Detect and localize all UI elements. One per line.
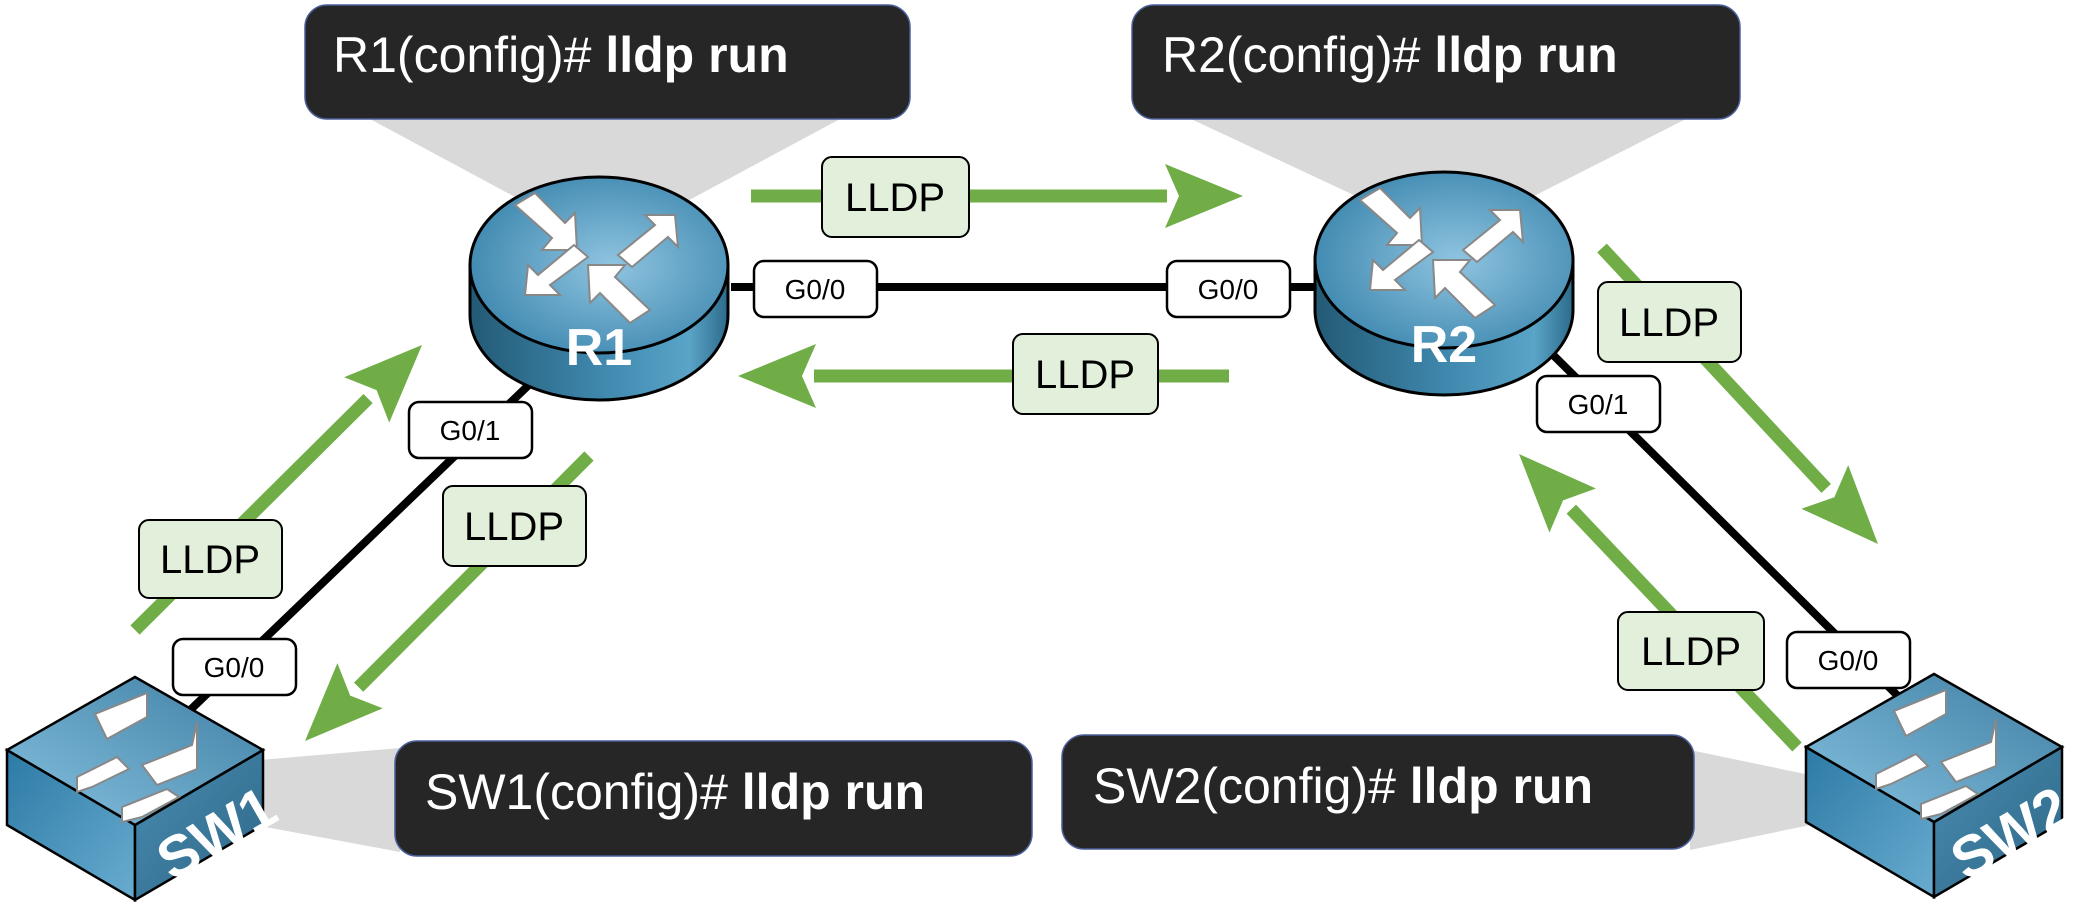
arrow-head — [1801, 465, 1878, 544]
lldp-label-sw1-to-r1: LLDP — [138, 519, 283, 599]
r2-prompt: R2(config)# — [1162, 27, 1434, 83]
svg-text:G0/0: G0/0 — [1198, 274, 1259, 305]
arrow-head — [1519, 454, 1596, 533]
sw2-prompt: SW2(config)# — [1093, 758, 1410, 814]
r1-label: R1 — [566, 319, 632, 377]
svg-text:LLDP: LLDP — [464, 505, 564, 549]
sw1-command-callout: SW1(config)# lldp run — [394, 740, 1033, 857]
router-r2[interactable]: R2 — [1313, 170, 1575, 397]
svg-text:G0/1: G0/1 — [440, 415, 501, 446]
lldp-label-sw2-to-r2: LLDP — [1617, 611, 1765, 691]
arrow-head — [344, 345, 422, 423]
port-label-r2-g0-1: G0/1 — [1535, 374, 1662, 434]
svg-text:LLDP: LLDP — [160, 538, 260, 582]
port-label-sw2-g0-0: G0/0 — [1785, 630, 1912, 690]
r2-command-callout: R2(config)# lldp run — [1131, 4, 1741, 120]
router-icon — [1313, 170, 1575, 397]
r2-command: lldp run — [1434, 27, 1617, 83]
svg-text:G0/0: G0/0 — [785, 274, 846, 305]
lldp-label-r1-to-r2: LLDP — [821, 156, 970, 238]
arrow-head — [1165, 164, 1243, 228]
router-r1[interactable]: R1 — [468, 175, 730, 402]
svg-text:G0/0: G0/0 — [1818, 645, 1879, 676]
svg-text:G0/1: G0/1 — [1568, 389, 1629, 420]
switch-icon — [1803, 672, 2065, 900]
port-label-r1-g0-0: G0/0 — [752, 259, 879, 319]
svg-text:SW1(config)# lldp run: SW1(config)# lldp run — [425, 764, 925, 820]
svg-text:LLDP: LLDP — [1641, 630, 1741, 674]
sw1-command: lldp run — [742, 764, 925, 820]
lldp-label-r1-to-sw1: LLDP — [442, 485, 587, 567]
arrow-head — [305, 663, 383, 741]
svg-text:G0/0: G0/0 — [204, 652, 265, 683]
r2-label: R2 — [1411, 316, 1477, 374]
sw2-command: lldp run — [1410, 758, 1593, 814]
r1-prompt: R1(config)# — [333, 27, 605, 83]
sw2-callout-cone — [1690, 750, 1810, 850]
svg-text:LLDP: LLDP — [845, 176, 945, 220]
port-label-r2-g0-0: G0/0 — [1165, 259, 1292, 319]
svg-text:R1(config)# lldp run: R1(config)# lldp run — [333, 27, 789, 83]
sw2-command-callout: SW2(config)# lldp run — [1061, 734, 1695, 850]
lldp-label-r2-to-r1: LLDP — [1012, 333, 1159, 415]
arrow-head — [738, 344, 816, 408]
svg-text:R2(config)# lldp run: R2(config)# lldp run — [1162, 27, 1618, 83]
r1-command-callout: R1(config)# lldp run — [304, 4, 911, 120]
lldp-label-r2-to-sw2: LLDP — [1597, 281, 1742, 363]
svg-text:LLDP: LLDP — [1619, 301, 1719, 345]
switch-icon — [4, 675, 266, 903]
sw1-prompt: SW1(config)# — [425, 764, 742, 820]
sw1-callout-cone — [260, 748, 400, 852]
router-icon — [468, 175, 730, 402]
arrow-sw2-to-r2 — [1519, 454, 1802, 752]
r1-callout-cone — [370, 119, 840, 205]
switch-sw1[interactable]: SW1 — [4, 675, 287, 903]
lldp-arrows — [130, 164, 1878, 752]
switch-sw2[interactable]: SW2 — [1803, 672, 2081, 900]
port-label-r1-g0-1: G0/1 — [407, 400, 534, 460]
port-label-sw1-g0-0: G0/0 — [171, 637, 298, 697]
svg-text:SW2(config)# lldp run: SW2(config)# lldp run — [1093, 758, 1593, 814]
r1-command: lldp run — [605, 27, 788, 83]
svg-text:LLDP: LLDP — [1035, 353, 1135, 397]
r2-callout-cone — [1191, 119, 1686, 198]
